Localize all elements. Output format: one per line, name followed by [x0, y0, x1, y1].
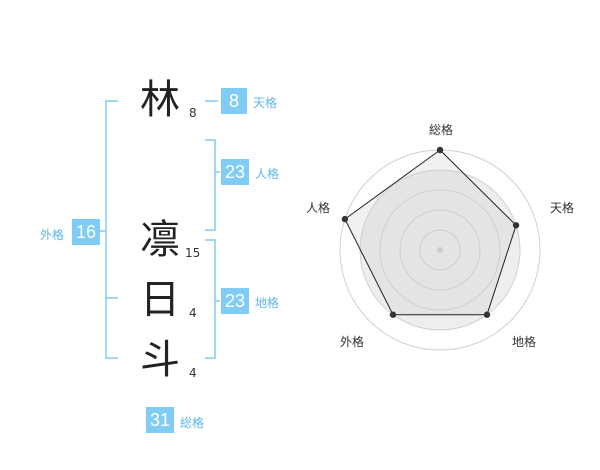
chikaku-bracket: [205, 239, 216, 359]
tenkaku-badge: 8: [221, 88, 247, 114]
radar-axis-label-soukaku: 総格: [428, 123, 453, 137]
radar-center: [437, 247, 443, 253]
radar-point-2: [512, 222, 520, 229]
chikaku-label: 地格: [255, 296, 280, 310]
radar-axis-label-jinkaku: 人格: [305, 201, 330, 215]
radar-series-polygon: [344, 149, 517, 316]
radar-point-1: [436, 146, 444, 154]
name-char-4: 斗: [140, 337, 180, 383]
jinkaku-bracket: [205, 139, 216, 231]
radar-ring-2: [399, 209, 481, 291]
radar-ring-3: [379, 189, 501, 311]
radar-point-4: [389, 311, 397, 318]
tenkaku-label: 天格: [253, 96, 278, 110]
name-char-3: 日: [140, 277, 180, 323]
radar-point-3: [483, 311, 491, 318]
chikaku-badge: 23: [221, 288, 249, 314]
name-char-1: 林: [140, 77, 180, 123]
stroke-count-2: 15: [185, 246, 201, 260]
soukaku-label: 総格: [180, 416, 205, 430]
gaikaku-badge: 16: [72, 219, 100, 245]
gaikaku-label: 外格: [40, 228, 65, 242]
radar-axis-label-tenkaku: 天格: [549, 201, 574, 215]
stroke-count-1: 8: [189, 106, 197, 120]
jinkaku-badge: 23: [221, 159, 249, 185]
soukaku-badge: 31: [146, 407, 174, 433]
jinkaku-label: 人格: [255, 167, 280, 181]
stroke-count-4: 4: [189, 366, 197, 380]
stroke-count-3: 4: [189, 306, 197, 320]
gaikaku-bracket: [105, 100, 118, 359]
radar-point-5: [341, 215, 349, 223]
radar-axis-label-gaikaku: 外格: [339, 335, 364, 349]
radar-ring-1: [419, 229, 461, 271]
name-char-2: 凛: [140, 217, 180, 263]
radar-axis-label-chikaku: 地格: [511, 335, 536, 349]
